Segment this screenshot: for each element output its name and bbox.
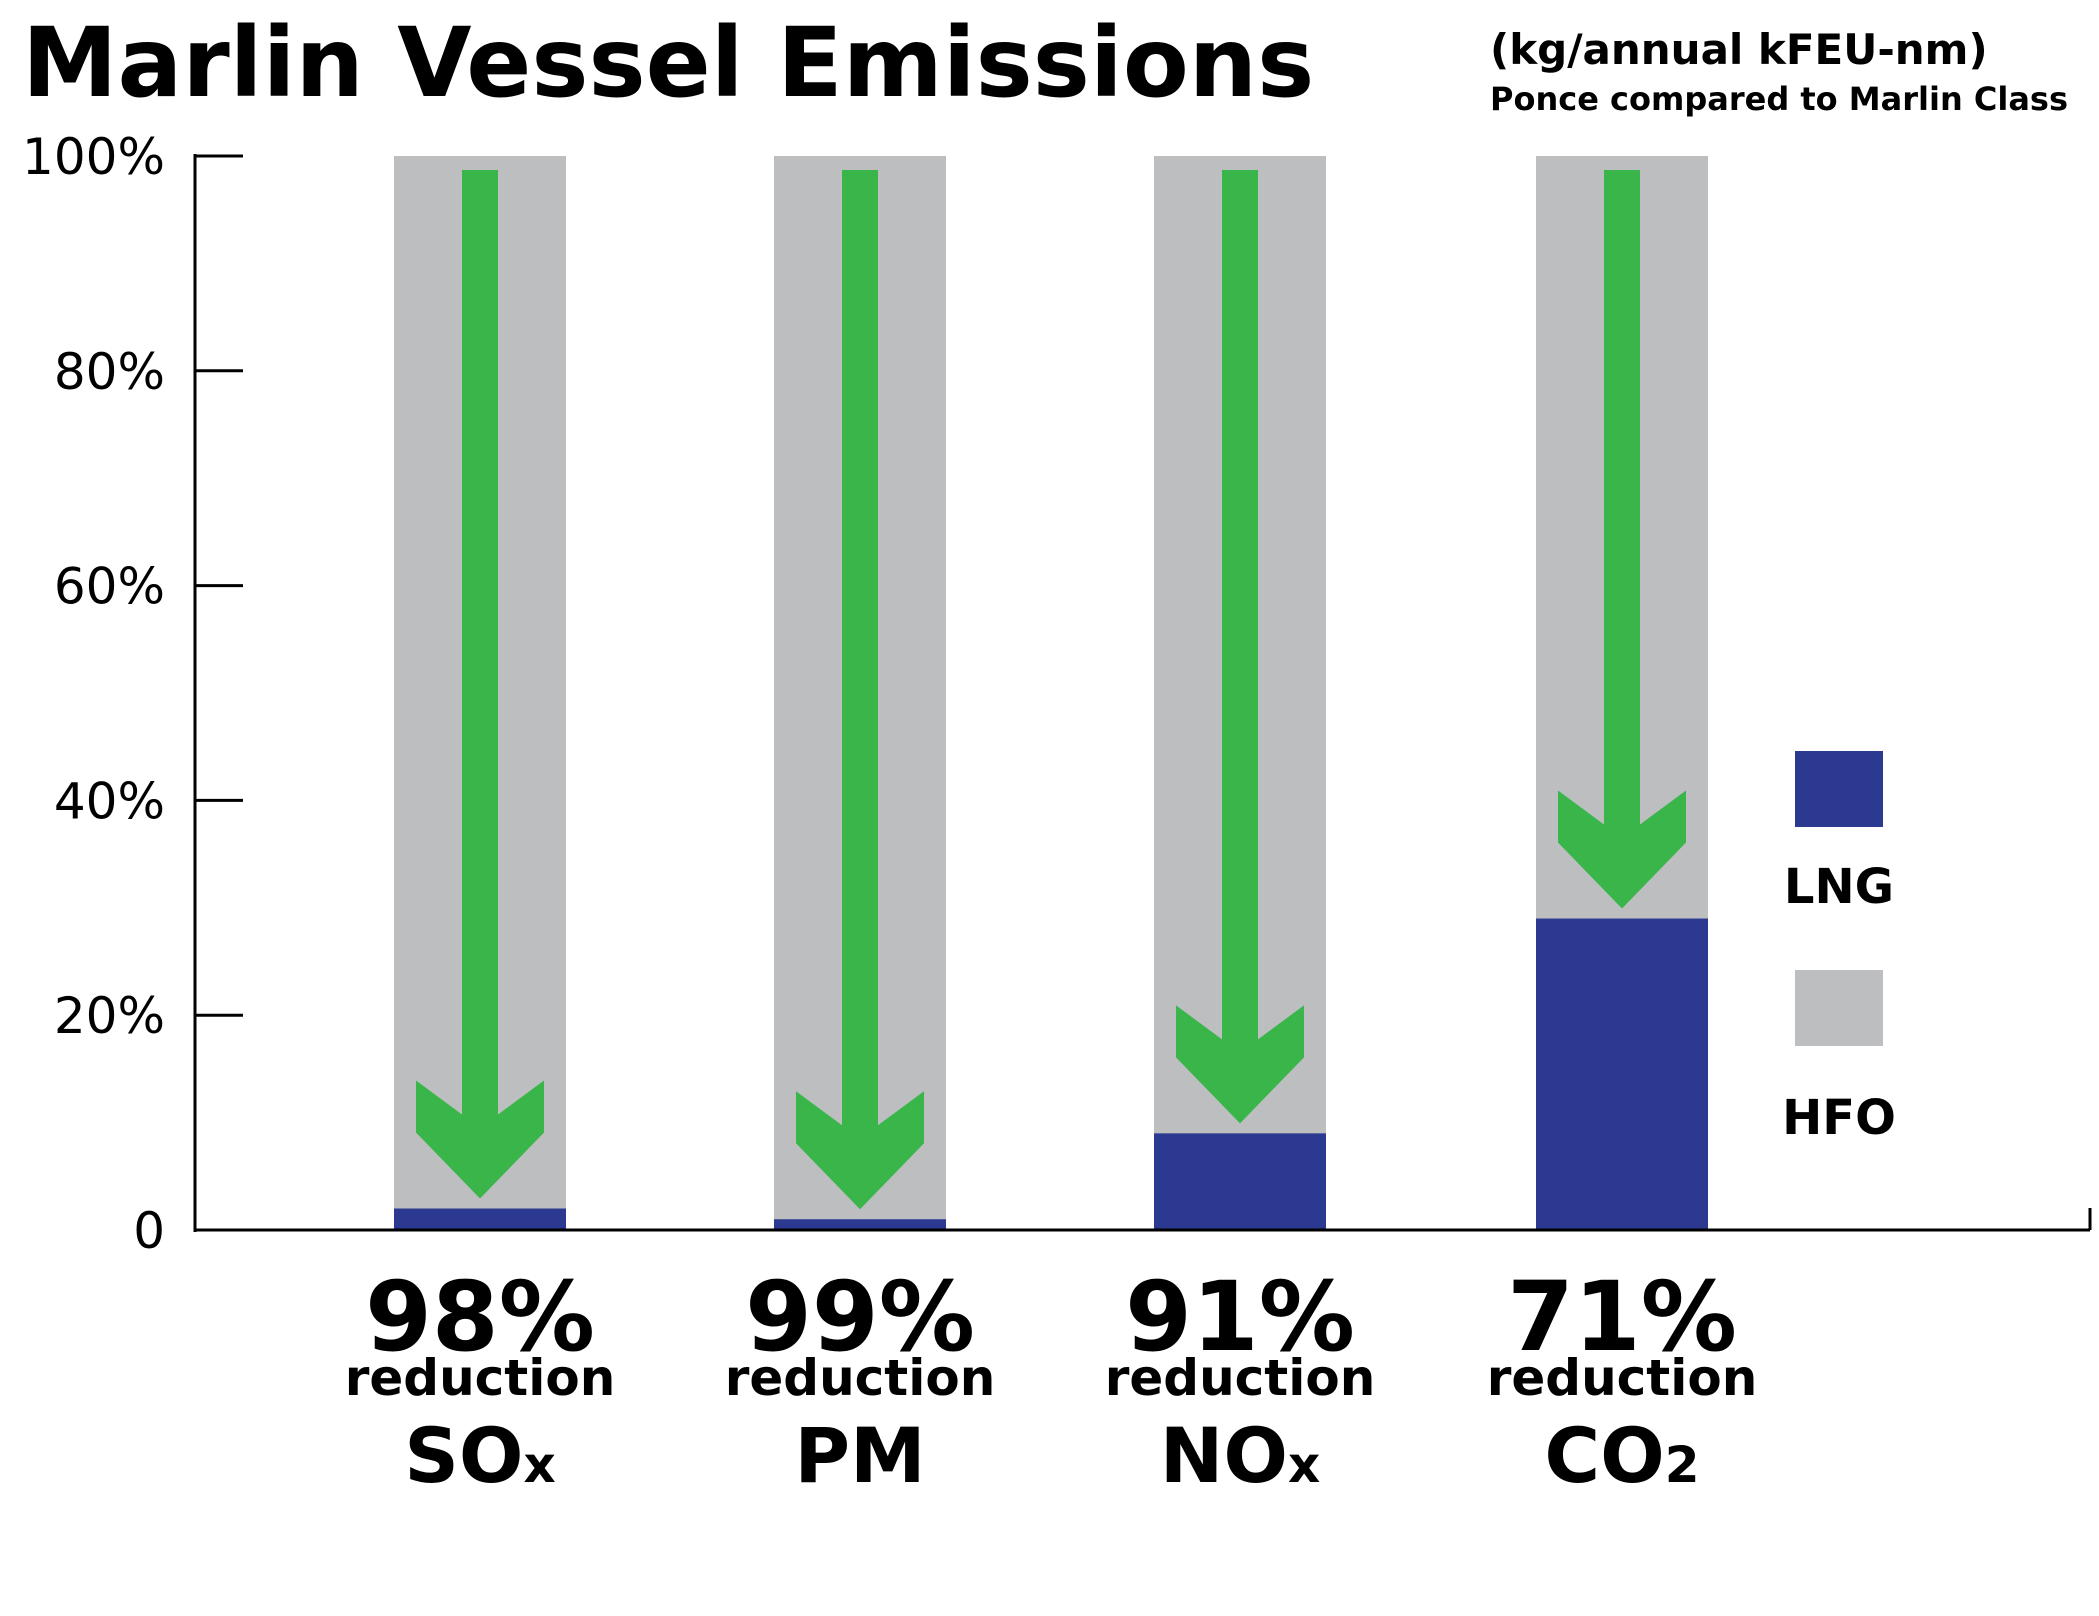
y-tick-label: 60% xyxy=(54,558,165,616)
down-arrow-icon xyxy=(796,170,924,1210)
reduction-label: reduction xyxy=(725,1349,996,1407)
y-tick-label: 0 xyxy=(133,1202,165,1260)
chart-subtitle-unit: (kg/annual kFEU-nm) xyxy=(1490,25,1988,74)
bar-lng xyxy=(1536,918,1708,1230)
category-label: SOx xyxy=(404,1411,556,1500)
arrow-group xyxy=(416,170,1686,1210)
bar-lng xyxy=(774,1219,946,1230)
legend-label-lng: LNG xyxy=(1784,859,1894,915)
reduction-label: reduction xyxy=(345,1349,616,1407)
category-label: CO2 xyxy=(1544,1411,1699,1500)
y-tick-label: 40% xyxy=(54,772,165,830)
reduction-label: reduction xyxy=(1105,1349,1376,1407)
legend-swatch-lng xyxy=(1795,751,1883,827)
reduction-value: 71% xyxy=(1507,1261,1737,1373)
reduction-value: 98% xyxy=(365,1261,595,1373)
y-tick-label: 20% xyxy=(54,987,165,1045)
category-label: PM xyxy=(794,1411,925,1500)
category-label: NOx xyxy=(1160,1411,1320,1500)
y-tick-label: 80% xyxy=(54,343,165,401)
y-tick-label: 100% xyxy=(22,128,165,186)
bar-lng xyxy=(394,1208,566,1230)
down-arrow-icon xyxy=(1558,170,1686,909)
category-labels: 98%reductionSOx99%reductionPM91%reductio… xyxy=(345,1261,1758,1500)
legend: LNG HFO xyxy=(1782,751,1896,1146)
legend-label-hfo: HFO xyxy=(1782,1090,1896,1146)
legend-swatch-hfo xyxy=(1795,970,1883,1046)
reduction-value: 99% xyxy=(745,1261,975,1373)
reduction-label: reduction xyxy=(1487,1349,1758,1407)
bar-group xyxy=(394,156,1708,1230)
reduction-value: 91% xyxy=(1125,1261,1355,1373)
bar-lng xyxy=(1154,1133,1326,1230)
down-arrow-icon xyxy=(1176,170,1304,1124)
axes: 0 20% 40% 60% 80% 100% xyxy=(22,128,2092,1260)
chart-title: Marlin Vessel Emissions xyxy=(22,7,1314,119)
chart-subtitle-note: Ponce compared to Marlin Class xyxy=(1490,80,2068,118)
down-arrow-icon xyxy=(416,170,544,1199)
